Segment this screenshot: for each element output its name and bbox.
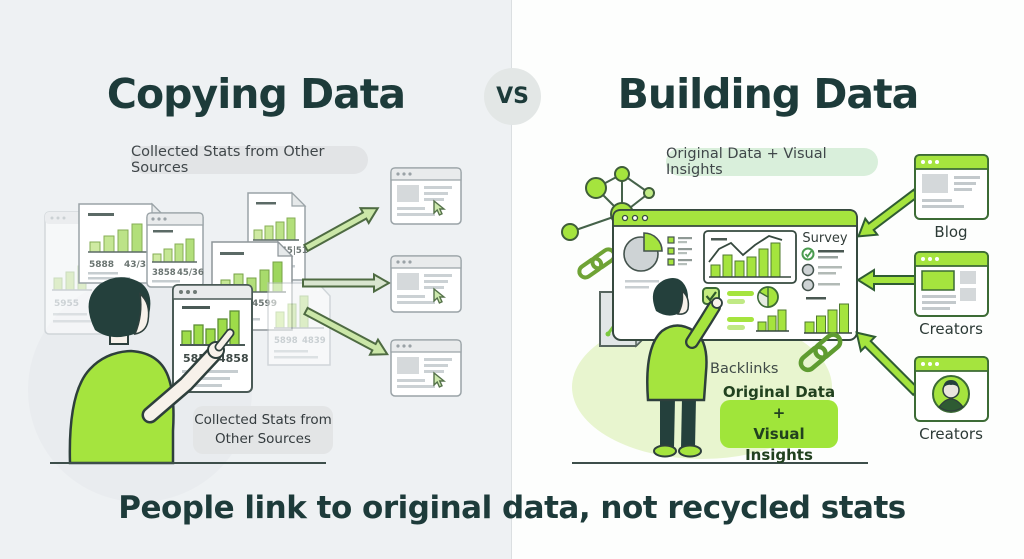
- left-bottom-pill-line1: Collected Stats from: [194, 412, 332, 429]
- arrow-mid-left: [302, 272, 392, 294]
- svg-text:45|51: 45|51: [281, 246, 308, 256]
- target-card-1: [390, 167, 462, 225]
- checkbox-tasks: [702, 287, 754, 330]
- person-right: [646, 277, 723, 458]
- svg-text:45/36: 45/36: [177, 268, 204, 278]
- tagline: People link to original data, not recycl…: [118, 490, 906, 526]
- cursor-icon: [433, 371, 446, 388]
- document-b: 3858 45/36: [146, 212, 204, 288]
- svg-text:4599: 4599: [252, 299, 277, 309]
- svg-text:5888: 5888: [89, 260, 114, 270]
- svg-text:4839: 4839: [302, 336, 326, 346]
- left-bottom-pill: Collected Stats from Other Sources: [193, 406, 333, 454]
- bar-chart: [152, 238, 197, 263]
- mini-bar-chart-center: [756, 309, 789, 332]
- dashboard-header: [612, 209, 858, 227]
- arrow-bottom-left: [303, 306, 390, 356]
- blog-card-label: Blog: [934, 223, 968, 241]
- combo-chart: [703, 230, 797, 284]
- original-data-badge: Original Data + Visual Insights: [720, 383, 838, 464]
- svg-text:4858: 4858: [218, 352, 249, 365]
- left-top-pill: Collected Stats from Other Sources: [131, 144, 368, 176]
- svg-text:5955: 5955: [54, 299, 79, 309]
- creators-card-1-label: Creators: [919, 320, 983, 338]
- backlinks-chain-icon: [798, 332, 843, 373]
- mini-bar-chart: [274, 295, 324, 329]
- survey-label: Survey: [802, 231, 848, 246]
- left-title: Copying Data: [106, 70, 406, 118]
- svg-text:3858: 3858: [152, 268, 176, 278]
- leg: [660, 398, 675, 448]
- face: [676, 289, 690, 315]
- arrow-from-blog: [856, 188, 920, 238]
- arrow-top-left: [302, 207, 380, 253]
- arrow-from-creators-1: [856, 268, 917, 292]
- hair: [652, 277, 689, 316]
- dashboard: [612, 209, 858, 341]
- badge-line1: Original Data +: [722, 383, 836, 422]
- arrow-from-creators-2: [855, 331, 921, 397]
- survey-checklist: [801, 247, 844, 292]
- right-top-pill: Original Data + Visual Insights: [666, 146, 878, 178]
- shoe: [678, 444, 702, 458]
- hair: [88, 277, 151, 338]
- avatar: [932, 375, 970, 413]
- target-card-2: [390, 255, 462, 313]
- pie-chart: [623, 232, 663, 272]
- face: [133, 292, 150, 335]
- creators-card-2: [914, 356, 989, 422]
- bar-chart: [253, 217, 299, 241]
- creators-card-2-label: Creators: [919, 425, 983, 443]
- right-title: Building Data: [617, 70, 920, 118]
- checklist-left: [667, 236, 692, 266]
- svg-text:5898: 5898: [274, 336, 298, 346]
- panel-divider: [511, 0, 512, 559]
- bar-chart: [88, 223, 150, 253]
- blog-card: [914, 154, 989, 220]
- chain-link-icon: [577, 247, 617, 280]
- leg: [681, 398, 696, 448]
- pointing-arm: [685, 297, 723, 349]
- document-a: 5888 43/33: [78, 202, 168, 284]
- badge-line2: Visual Insights: [745, 425, 813, 464]
- svg-text:43/33: 43/33: [124, 260, 152, 270]
- cursor-icon: [433, 287, 446, 304]
- backlinks-label: Backlinks: [710, 361, 779, 377]
- target-card-3: [390, 339, 462, 397]
- cursor-icon: [433, 199, 446, 216]
- faded-document-right: 5898 4839: [267, 282, 331, 366]
- left-illustration: 5955 5888 43/33: [28, 167, 462, 502]
- mini-pie-chart: [757, 286, 779, 308]
- vs-badge: VS: [484, 68, 541, 125]
- creators-card-1: [914, 251, 989, 317]
- pointing-arm: [141, 328, 235, 424]
- mini-bar-chart-right: [804, 297, 852, 334]
- right-illustration: [561, 154, 989, 464]
- left-bottom-pill-line2: Other Sources: [214, 431, 312, 447]
- shoe: [653, 444, 677, 458]
- person-left: [68, 277, 235, 465]
